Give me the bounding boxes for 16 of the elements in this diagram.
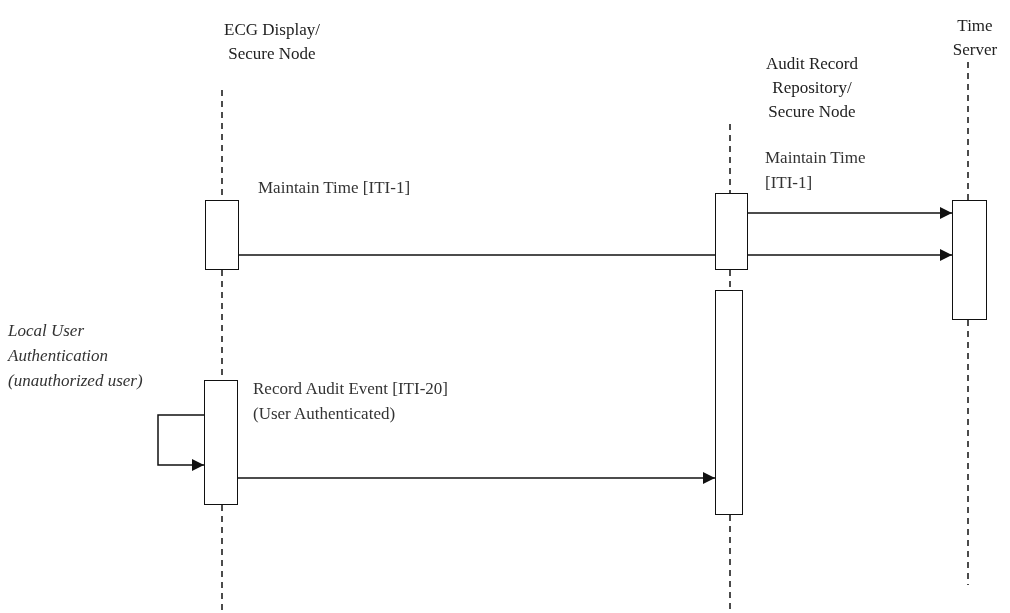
message-arrow	[747, 207, 953, 219]
self-message-arrow	[157, 414, 205, 471]
message-arrow	[747, 249, 953, 261]
activation-bar	[204, 380, 238, 505]
participant-label: Time Server	[943, 14, 1007, 62]
participant-label: Audit Record Repository/ Secure Node	[755, 52, 869, 124]
activation-bar	[715, 290, 743, 515]
lifeline	[729, 123, 731, 194]
message-arrow	[237, 472, 716, 484]
lifeline	[967, 319, 969, 586]
lifeline	[221, 504, 223, 613]
activation-bar	[952, 200, 987, 320]
participant-label: ECG Display/ Secure Node	[212, 18, 332, 66]
activation-bar	[715, 193, 748, 270]
activation-bar	[205, 200, 239, 270]
lifeline	[967, 61, 969, 201]
